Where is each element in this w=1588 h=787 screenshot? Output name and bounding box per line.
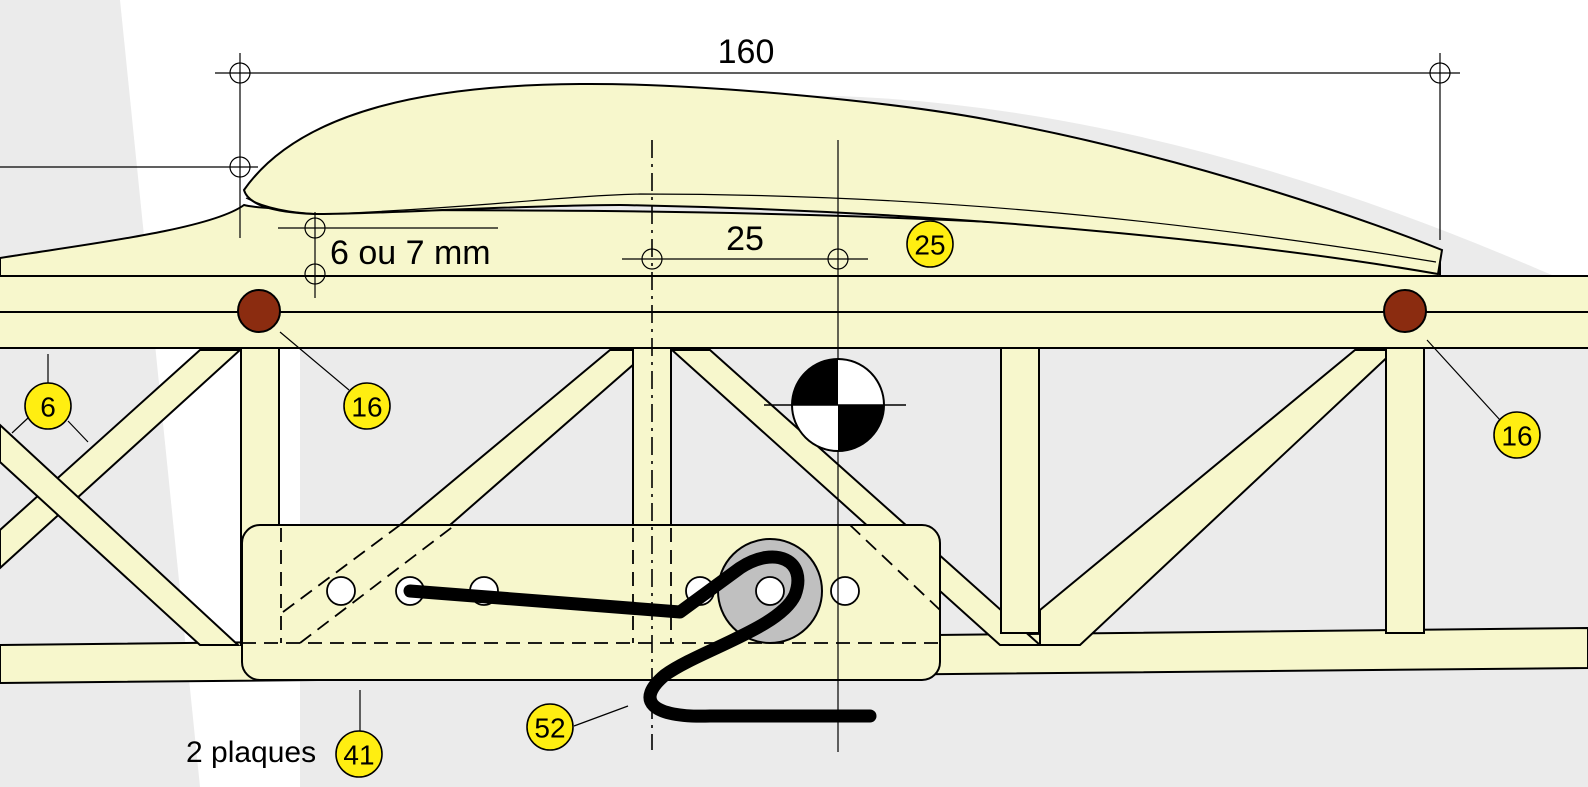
- callout-25: 25: [906, 220, 954, 268]
- dimension-160-label: 160: [718, 33, 775, 71]
- pushrod-wire: [403, 550, 877, 723]
- dimension-gap-label: 6 ou 7 mm: [330, 234, 491, 272]
- leader-lines: [11, 331, 1501, 733]
- callout-16-right: 16: [1493, 411, 1541, 459]
- svg-text:16: 16: [351, 392, 382, 423]
- svg-text:6: 6: [40, 392, 56, 423]
- diagonal-braces: [0, 349, 1398, 646]
- svg-text:41: 41: [343, 740, 374, 771]
- servo-horn-hole: [755, 576, 785, 606]
- callout-41: 41: [335, 730, 383, 778]
- callout-16-left: 16: [343, 382, 391, 430]
- dowel-left: [237, 289, 281, 333]
- dimension-160: [0, 53, 1460, 240]
- svg-text:52: 52: [534, 713, 565, 744]
- wing-skin-line: [245, 193, 1437, 263]
- callout-52: 52: [526, 703, 574, 751]
- cg-symbol-icon: [764, 358, 906, 452]
- wing-airfoil: [242, 82, 1444, 276]
- dimension-gap: [278, 212, 498, 298]
- dimension-25-label: 25: [726, 220, 764, 258]
- svg-text:16: 16: [1501, 421, 1532, 452]
- dimension-25: [622, 248, 868, 270]
- plates-label: 2 plaques: [186, 736, 316, 769]
- svg-text:25: 25: [914, 230, 945, 261]
- plate-hidden-lines: [242, 524, 941, 644]
- callout-6: 6: [24, 382, 72, 430]
- dowel-right: [1383, 289, 1427, 333]
